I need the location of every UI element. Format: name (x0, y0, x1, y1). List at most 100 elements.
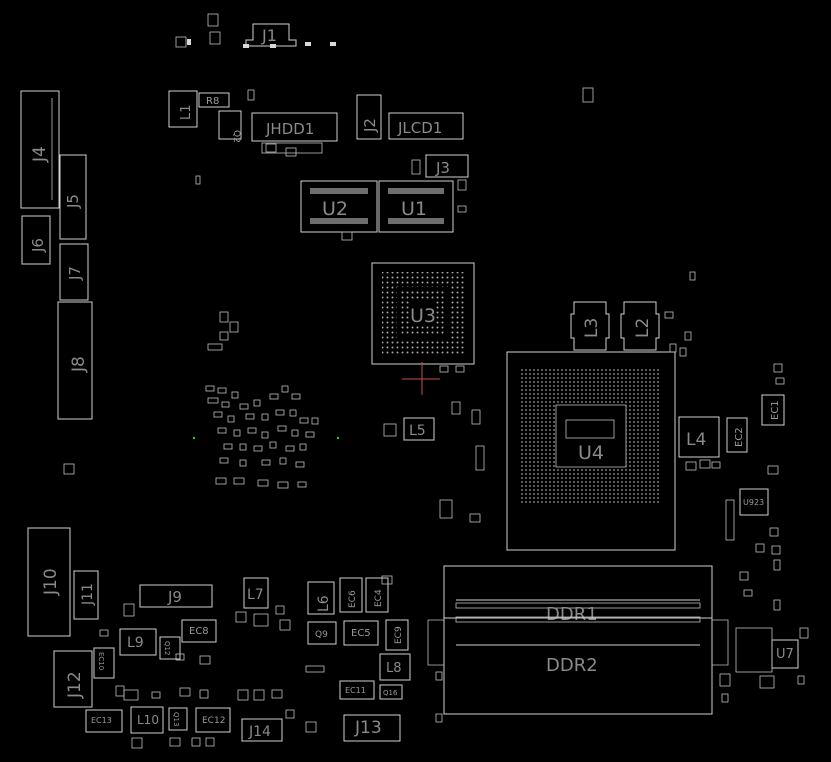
part-j2[interactable]: J2 (356, 94, 382, 140)
part-l1[interactable]: L1 (168, 90, 198, 128)
part-l8[interactable]: L8 (379, 653, 411, 681)
part-j5[interactable]: J5 (59, 154, 87, 240)
part-ddr1[interactable]: DDR1 (443, 565, 713, 625)
label-u7: U7 (776, 647, 794, 662)
part-j8[interactable]: J8 (57, 301, 93, 420)
label-q2: Q2 (231, 130, 241, 143)
label-u2: U2 (322, 198, 348, 220)
part-q16[interactable]: Q16 (379, 684, 403, 700)
part-j7[interactable]: J7 (59, 243, 89, 301)
part-r8[interactable]: R8 (198, 92, 230, 108)
label-u3: U3 (410, 305, 436, 327)
part-u4[interactable]: U4 (506, 351, 676, 551)
label-j6: J6 (29, 238, 47, 253)
part-q9[interactable]: Q9 (307, 621, 337, 645)
trace-cross (402, 362, 440, 395)
part-ec11[interactable]: EC11 (339, 680, 375, 700)
part-jhdd1[interactable]: JHDD1 (251, 112, 338, 154)
part-j1[interactable]: J1 (245, 23, 297, 47)
label-ddr1: DDR1 (546, 604, 598, 625)
label-j5: J5 (64, 194, 82, 209)
label-q12: Q12 (163, 641, 171, 655)
part-ec8[interactable]: EC8 (181, 619, 217, 643)
part-j6[interactable]: J6 (21, 215, 51, 265)
label-q9: Q9 (315, 630, 328, 640)
part-ec2[interactable]: EC2 (726, 417, 748, 453)
label-ec9: EC9 (394, 626, 404, 644)
part-ec4[interactable]: EC4 (365, 577, 389, 613)
part-ddr2[interactable]: DDR2 (427, 616, 729, 715)
part-j3[interactable]: J3 (425, 154, 469, 178)
label-ec10: EC10 (97, 652, 105, 670)
label-r8: R8 (206, 96, 219, 107)
label-j4: J4 (30, 146, 50, 163)
label-ec6: EC6 (348, 590, 358, 608)
label-j12: J12 (65, 671, 85, 699)
label-j8: J8 (69, 356, 89, 373)
label-q13: Q13 (172, 712, 180, 726)
part-q12[interactable]: Q12 (159, 636, 181, 660)
part-ec10[interactable]: EC10 (93, 647, 115, 679)
label-ec8: EC8 (189, 626, 209, 637)
label-j1: J1 (261, 26, 277, 45)
part-l9[interactable]: L9 (119, 628, 157, 656)
label-u4: U4 (578, 442, 604, 464)
small-parts-top (175, 13, 594, 103)
part-ec9[interactable]: EC9 (385, 619, 409, 651)
part-ec6[interactable]: EC6 (339, 577, 363, 613)
part-j10[interactable]: J10 (27, 527, 71, 637)
part-j13[interactable]: J13 (343, 714, 401, 742)
fiducials (192, 436, 340, 440)
label-l7: L7 (247, 587, 264, 603)
label-u923: U923 (743, 498, 764, 507)
part-j12[interactable]: J12 (53, 650, 93, 708)
part-l7[interactable]: L7 (243, 577, 269, 609)
part-ec13[interactable]: EC13 (85, 709, 123, 733)
part-u923[interactable]: U923 (739, 488, 769, 516)
label-l2: L2 (633, 318, 653, 338)
label-ec13: EC13 (91, 716, 112, 725)
part-u3[interactable]: U3 (371, 262, 475, 365)
part-q2[interactable]: Q2 (218, 110, 242, 143)
part-u2[interactable]: U2 (300, 180, 378, 233)
part-l4[interactable]: L4 (678, 416, 720, 458)
label-j2: J2 (361, 118, 379, 133)
label-j9: J9 (167, 588, 182, 606)
label-j10: J10 (41, 568, 61, 596)
label-ec2: EC2 (734, 427, 745, 447)
part-j4[interactable]: J4 (20, 90, 60, 209)
label-j14: J14 (248, 724, 271, 740)
passive-cluster-center (63, 175, 696, 489)
part-ec12[interactable]: EC12 (195, 707, 231, 733)
label-u1: U1 (401, 198, 427, 220)
part-l6[interactable]: L6 (307, 581, 335, 615)
label-jlcd1: JLCD1 (397, 119, 442, 137)
label-j7: J7 (66, 266, 84, 281)
part-u1[interactable]: U1 (378, 180, 454, 233)
label-l3: L3 (582, 318, 602, 338)
part-l2[interactable]: L2 (620, 301, 660, 351)
label-ec12: EC12 (202, 716, 225, 726)
label-q16: Q16 (383, 689, 398, 697)
part-ec1[interactable]: EC1 (761, 394, 785, 426)
label-j11: J11 (80, 583, 96, 606)
label-l6: L6 (316, 595, 332, 612)
part-l5[interactable]: L5 (383, 417, 435, 441)
part-j14[interactable]: J14 (241, 718, 283, 742)
label-jhdd1: JHDD1 (265, 120, 314, 138)
label-ec5: EC5 (351, 628, 371, 639)
label-l4: L4 (686, 430, 706, 450)
part-l10[interactable]: L10 (130, 706, 164, 734)
part-l3[interactable]: L3 (570, 301, 610, 351)
part-jlcd1[interactable]: JLCD1 (388, 112, 464, 140)
part-u7[interactable]: U7 (771, 639, 799, 669)
part-j9[interactable]: J9 (139, 584, 213, 608)
label-ec1: EC1 (770, 400, 781, 420)
part-q13[interactable]: Q13 (168, 707, 188, 731)
part-ec5[interactable]: EC5 (343, 620, 379, 646)
part-j11[interactable]: J11 (73, 570, 99, 620)
label-j3: J3 (435, 159, 450, 177)
label-l5: L5 (409, 423, 426, 439)
label-l8: L8 (386, 661, 402, 676)
